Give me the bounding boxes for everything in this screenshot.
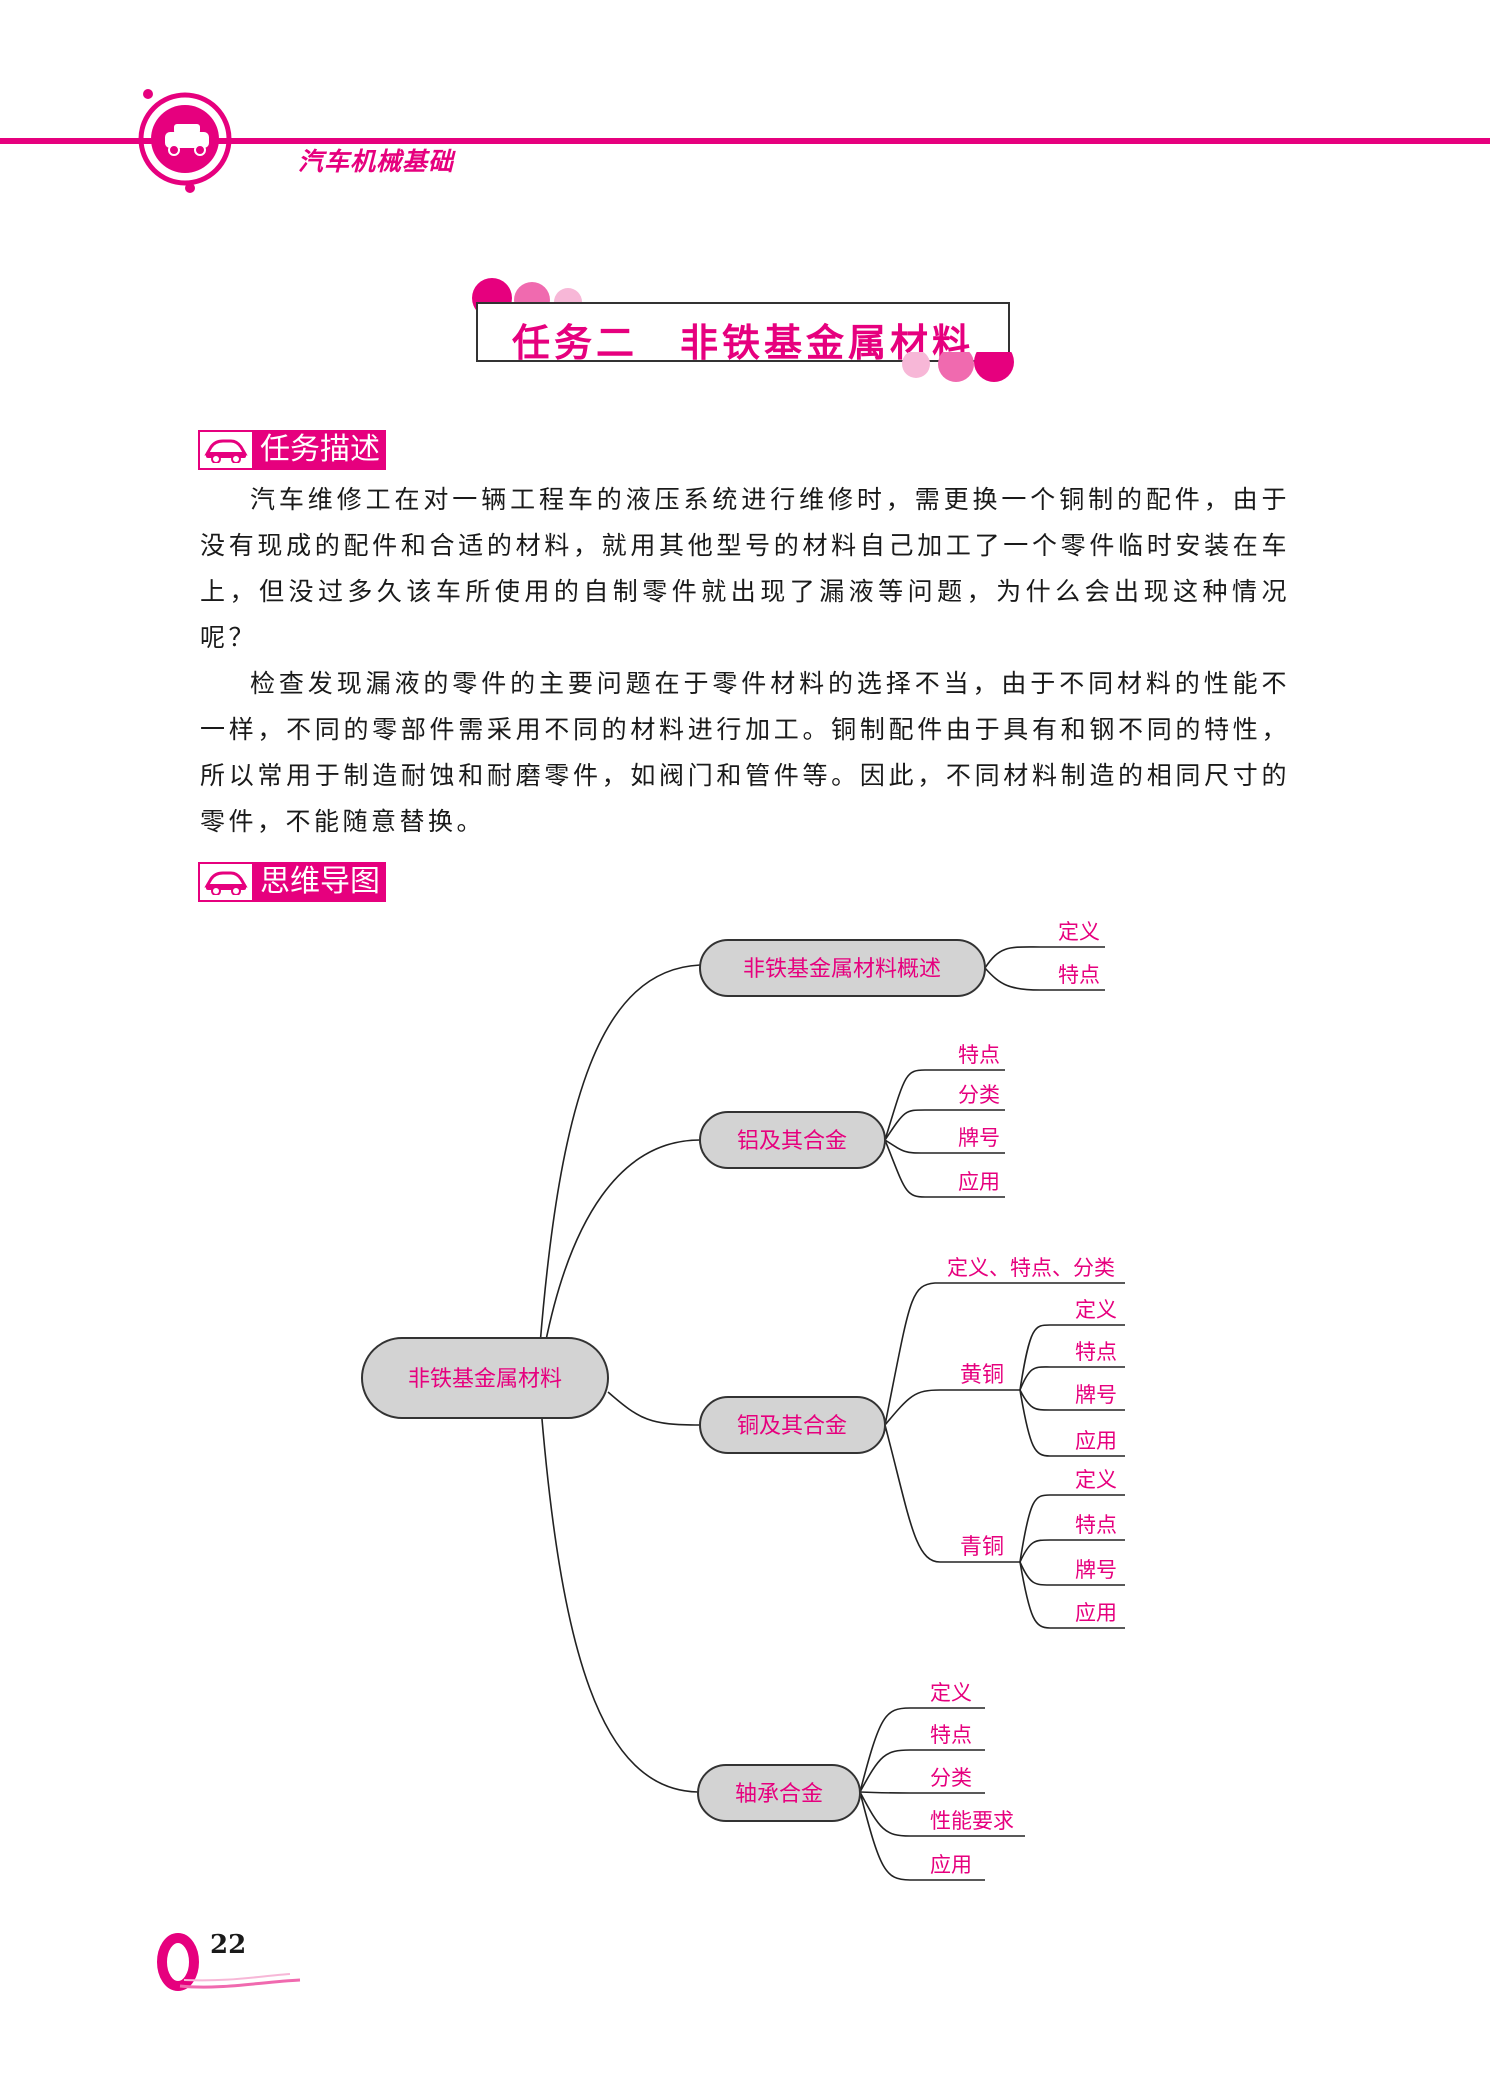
aluminum-node: 铝及其合金 xyxy=(699,1111,886,1169)
bronze-leaf: 牌号 xyxy=(1075,1558,1117,1582)
bronze-leaf: 特点 xyxy=(1075,1513,1117,1537)
wrench-car-icon xyxy=(138,89,232,193)
brass-leaf: 应用 xyxy=(1075,1429,1117,1453)
aluminum-leaf: 分类 xyxy=(958,1083,1000,1107)
bronze-label: 青铜 xyxy=(960,1535,1004,1560)
bearing-leaf: 定义 xyxy=(930,1681,972,1705)
section-label-mindmap: 思维导图 xyxy=(254,862,386,902)
aluminum-label: 铝及其合金 xyxy=(737,1129,847,1154)
aluminum-leaf: 牌号 xyxy=(958,1126,1000,1150)
description-paragraph-2: 检查发现漏液的零件的主要问题在于零件材料的选择不当，由于不同材料的性能不一样，不… xyxy=(200,669,1290,836)
bearing-node: 轴承合金 xyxy=(697,1764,861,1822)
section-badge-mindmap: 思维导图 xyxy=(198,862,386,902)
brass-leaf: 特点 xyxy=(1075,1340,1117,1364)
mindmap-root-node: 非铁基金属材料 xyxy=(361,1337,609,1419)
bearing-leaf: 应用 xyxy=(930,1853,972,1877)
brass-leaf: 牌号 xyxy=(1075,1383,1117,1407)
section-badge-description: 任务描述 xyxy=(198,430,386,470)
copper-general-leaf: 定义、特点、分类 xyxy=(947,1256,1115,1280)
task-description: 汽车维修工在对一辆工程车的液压系统进行维修时，需更换一个铜制的配件，由于没有现成… xyxy=(200,477,1290,845)
bronze-leaf: 应用 xyxy=(1075,1601,1117,1625)
copper-label: 铜及其合金 xyxy=(737,1414,847,1439)
bearing-leaf: 分类 xyxy=(930,1766,972,1790)
copper-node: 铜及其合金 xyxy=(699,1396,886,1454)
page-number: 22 xyxy=(210,1930,247,1960)
task-title: 任务二 非铁基金属材料 xyxy=(511,320,974,365)
bearing-leaf: 特点 xyxy=(930,1723,972,1747)
section-label-description: 任务描述 xyxy=(254,430,386,470)
overview-label: 非铁基金属材料概述 xyxy=(743,957,941,982)
overview-leaf: 特点 xyxy=(1058,963,1100,987)
title-dots-bottom xyxy=(902,352,1014,382)
brass-label: 黄铜 xyxy=(960,1363,1004,1388)
brass-leaf: 定义 xyxy=(1075,1298,1117,1322)
footer-swirl-icon xyxy=(157,1933,301,1991)
aluminum-leaf: 应用 xyxy=(958,1170,1000,1194)
book-title: 汽车机械基础 xyxy=(298,147,455,176)
overview-leaf: 定义 xyxy=(1058,920,1100,944)
bronze-leaf: 定义 xyxy=(1075,1468,1117,1492)
overview-node: 非铁基金属材料概述 xyxy=(699,939,986,997)
aluminum-leaf: 特点 xyxy=(958,1043,1000,1067)
bearing-leaf: 性能要求 xyxy=(930,1809,1014,1833)
car-icon xyxy=(198,430,254,470)
car-icon xyxy=(198,862,254,902)
root-label: 非铁基金属材料 xyxy=(408,1367,562,1392)
header-rule xyxy=(0,138,1490,144)
bearing-label: 轴承合金 xyxy=(735,1782,823,1807)
description-paragraph-1: 汽车维修工在对一辆工程车的液压系统进行维修时，需更换一个铜制的配件，由于没有现成… xyxy=(200,485,1290,652)
